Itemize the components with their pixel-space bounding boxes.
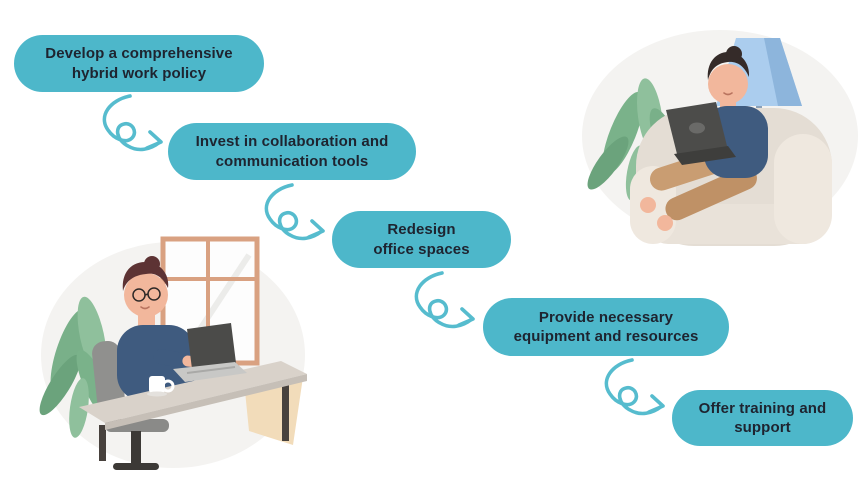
step-pill-1: Develop a comprehensive hybrid work poli… bbox=[14, 35, 264, 92]
laptop-icon bbox=[666, 102, 736, 165]
desk bbox=[79, 361, 307, 461]
laptop-icon bbox=[173, 323, 247, 382]
step-pill-4: Provide necessary equipment and resource… bbox=[483, 298, 729, 356]
step-pill-5: Offer training and support bbox=[672, 390, 853, 446]
curly-arrow-icon bbox=[102, 94, 163, 152]
step-pill-3: Redesign office spaces bbox=[332, 211, 511, 268]
illustration-person-desk bbox=[39, 236, 307, 470]
curly-arrow-icon bbox=[604, 358, 665, 416]
armchair-armrest bbox=[774, 134, 832, 244]
step-pill-2: Invest in collaboration and communicatio… bbox=[168, 123, 416, 180]
mug-icon bbox=[147, 376, 175, 397]
curly-arrow-icon bbox=[264, 183, 325, 241]
curly-arrow-icon bbox=[414, 271, 475, 329]
illustration-person-armchair bbox=[582, 30, 858, 246]
